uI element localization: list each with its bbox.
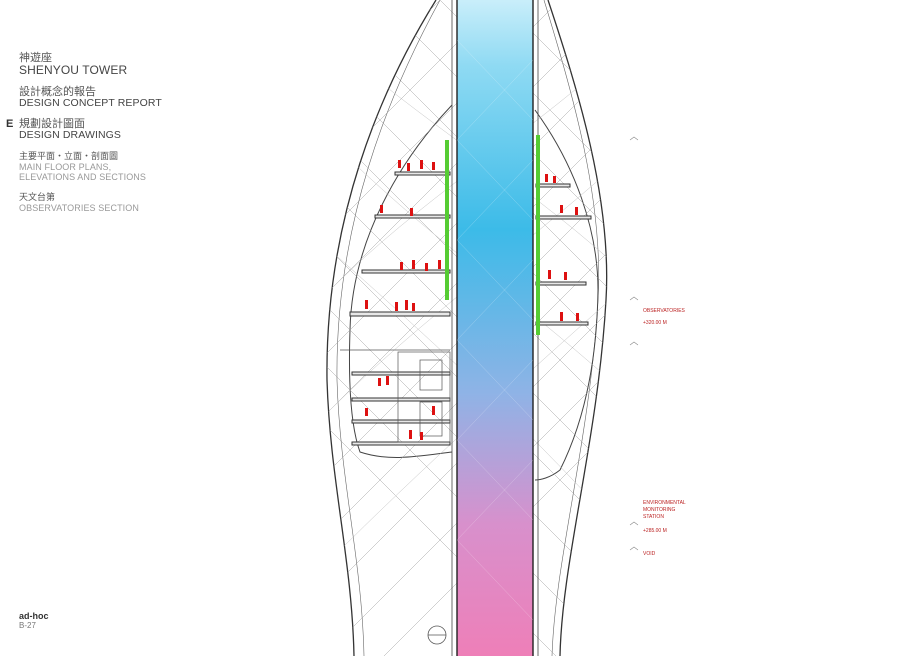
level-void-label: VOID [643,551,656,557]
page-number: B-27 [19,621,36,630]
level-env-line1: ENVIRONMENTAL [643,500,686,506]
report-en: DESIGN CONCEPT REPORT [19,97,162,109]
obs-en: OBSERVATORIES SECTION [19,203,139,213]
drawings-zh: 規劃設計圖面 [19,118,85,130]
observatory-pod [348,104,599,481]
section-letter: E [6,118,14,130]
level-observatories-label: OBSERVATORIES [643,308,685,314]
level-markers [629,136,639,551]
level-env-elevation: +285.00 m [643,528,667,534]
page-footer: ad-hoc B-27 [19,611,49,631]
central-core [451,0,539,656]
plans-en: MAIN FLOOR PLANS, ELEVATIONS AND SECTION… [19,162,146,182]
title-zh: 神遊座 [19,52,52,64]
title-en: SHENYOU TOWER [19,63,128,77]
brand-logo: ad-hoc [19,611,49,621]
plans-zh: 主要平面・立面・剖面圖 [19,151,119,161]
drawings-en: DESIGN DRAWINGS [19,129,122,141]
core-overlay-lattice [456,39,534,621]
level-env-line2: MONITORING [643,507,676,513]
obs-zh: 天文台第 [19,192,56,202]
report-sidebar: 神遊座 SHENYOU TOWER 設計概念的報告 DESIGN CONCEPT… [6,52,169,222]
level-observatories-elevation: +320.00 m [643,320,667,326]
people-figures [365,160,579,440]
service-rooms [340,349,451,443]
base-sphere [427,625,447,645]
tower-shell [326,0,608,656]
report-zh: 設計概念的報告 [19,86,96,98]
green-wall [445,135,540,335]
level-env-line3: STATION [643,514,664,520]
